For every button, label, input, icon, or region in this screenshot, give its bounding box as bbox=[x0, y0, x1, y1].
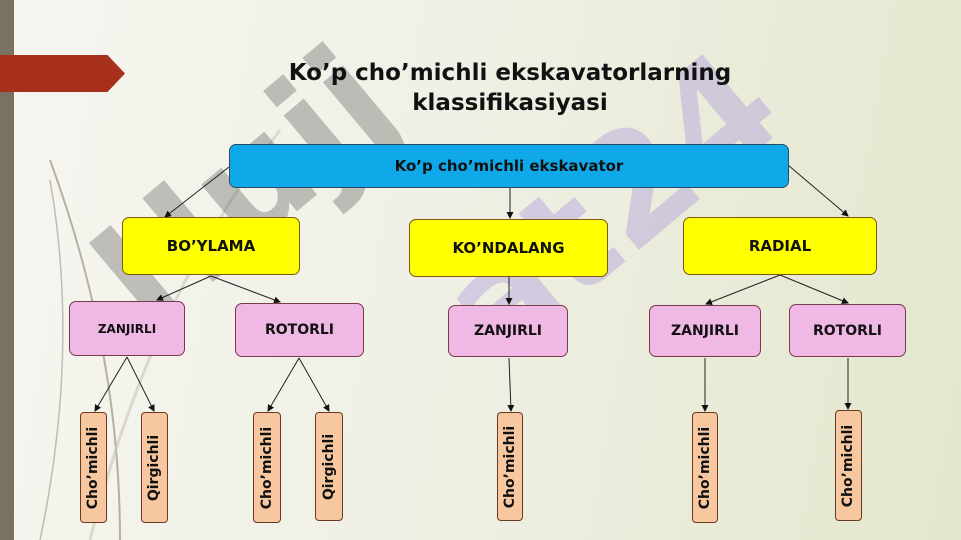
leaf-chomichli: Cho’michli bbox=[497, 412, 523, 521]
node-label: BO’YLAMA bbox=[166, 237, 256, 255]
node-radial: RADIAL bbox=[683, 217, 877, 275]
leaf-chomichli: Cho’michli bbox=[253, 412, 281, 523]
node-zanjirli-radial: ZANJIRLI bbox=[649, 305, 761, 357]
leaf-label: Cho’michli bbox=[502, 425, 518, 508]
node-label: ROTORLI bbox=[264, 322, 335, 338]
node-label: KO’NDALANG bbox=[452, 239, 565, 257]
node-label: ZANJIRLI bbox=[473, 323, 543, 339]
page-title: Ko’p cho’michli ekskavatorlarning klassi… bbox=[288, 60, 732, 116]
title-banner-arrow bbox=[0, 55, 125, 92]
leaf-chomichli: Cho’michli bbox=[80, 412, 107, 523]
leaf-qirgichli: Qirgichli bbox=[315, 412, 343, 521]
leaf-chomichli: Cho’michli bbox=[835, 410, 862, 521]
leaf-label: Qirgichli bbox=[146, 434, 163, 501]
leaf-label: Qirgichli bbox=[321, 433, 338, 500]
node-label: ROTORLI bbox=[812, 322, 883, 339]
leaf-qirgichli: Qirgichli bbox=[141, 412, 168, 523]
root-node: Ko’p cho’michli ekskavator bbox=[229, 144, 789, 188]
node-zanjirli-boylama: ZANJIRLI bbox=[69, 301, 185, 356]
root-label: Ko’p cho’michli ekskavator bbox=[394, 157, 624, 175]
node-kondalang: KO’NDALANG bbox=[409, 219, 608, 277]
leaf-label: Cho’michli bbox=[840, 424, 857, 507]
node-label: RADIAL bbox=[748, 237, 812, 255]
node-boylama: BO’YLAMA bbox=[122, 217, 300, 275]
node-rotorli-radial: ROTORLI bbox=[789, 304, 906, 357]
node-zanjirli-kondalang: ZANJIRLI bbox=[448, 305, 568, 357]
leaf-label: Cho’michli bbox=[85, 426, 102, 509]
left-decor-strip bbox=[0, 0, 14, 540]
leaf-label: Cho’michli bbox=[697, 426, 713, 509]
node-label: ZANJIRLI bbox=[97, 321, 157, 336]
node-rotorli-boylama: ROTORLI bbox=[235, 303, 364, 357]
leaf-label: Cho’michli bbox=[259, 426, 275, 509]
leaf-chomichli: Cho’michli bbox=[692, 412, 718, 523]
node-label: ZANJIRLI bbox=[670, 323, 740, 339]
